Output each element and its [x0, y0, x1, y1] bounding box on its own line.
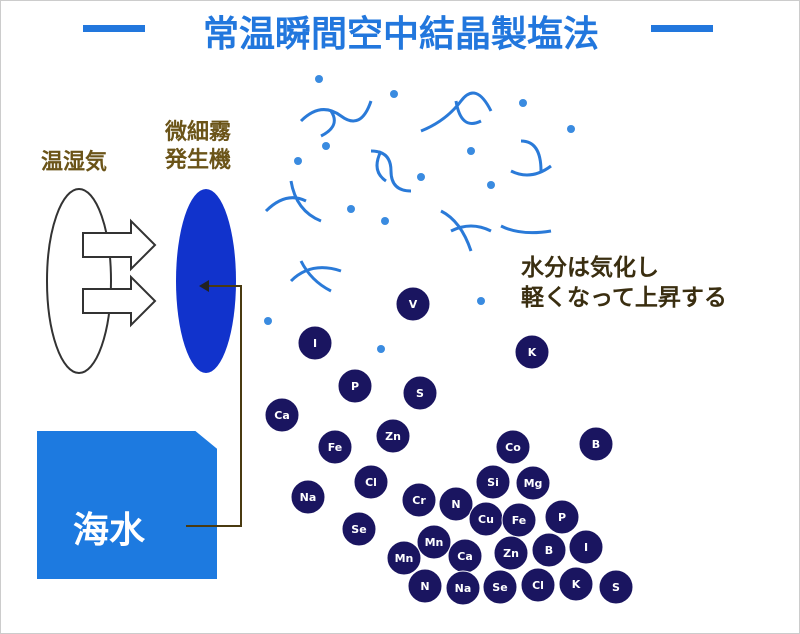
element-label: P	[558, 511, 566, 524]
element-ball	[558, 566, 594, 602]
element-label: Ca	[274, 409, 290, 422]
element-label: Zn	[503, 547, 519, 560]
element-ball	[495, 429, 531, 465]
element-ball	[401, 482, 437, 518]
water-drops	[264, 75, 575, 353]
element-ball	[544, 499, 580, 535]
arrowhead-icon	[199, 280, 209, 292]
element-label: Mg	[524, 477, 543, 490]
element-label: S	[612, 581, 620, 594]
element-ball	[337, 368, 373, 404]
element-label: N	[420, 580, 429, 593]
element-ball	[515, 465, 551, 501]
element-ball	[578, 426, 614, 462]
mist-label-2: 発生機	[165, 148, 232, 173]
element-ball	[520, 567, 556, 603]
element-ball	[438, 486, 474, 522]
element-label: S	[416, 387, 424, 400]
element-label: Se	[492, 581, 507, 594]
element-ball	[290, 479, 326, 515]
element-ball	[493, 535, 529, 571]
title-bar-left	[83, 25, 145, 32]
element-ball	[501, 502, 537, 538]
element-ball	[402, 375, 438, 411]
element-label: K	[528, 346, 537, 359]
element-label: Co	[505, 441, 521, 454]
vapor-molecules	[264, 91, 552, 293]
element-label: Si	[487, 476, 499, 489]
element-ball	[297, 325, 333, 361]
note-line-1: 水分は気化し	[521, 255, 659, 281]
element-ball	[353, 464, 389, 500]
element-label: Fe	[328, 441, 343, 454]
element-label: P	[351, 380, 359, 393]
element-ball	[598, 569, 634, 605]
note-line-2: 軽くなって上昇する	[521, 285, 727, 311]
element-ball	[475, 464, 511, 500]
note: 水分は気化し軽くなって上昇する	[521, 253, 727, 313]
element-ball	[375, 418, 411, 454]
pipe	[186, 285, 242, 527]
title-bar-right	[651, 25, 713, 32]
element-label: I	[584, 541, 588, 554]
arrow-icon	[82, 218, 157, 272]
mist-label-1: 微細霧	[165, 120, 232, 145]
element-ball	[386, 540, 422, 576]
element-ball	[341, 511, 377, 547]
element-ball	[407, 568, 443, 604]
element-label: Mn	[395, 552, 414, 565]
element-label: I	[313, 337, 317, 350]
element-label: Cu	[478, 513, 494, 526]
element-ball	[395, 286, 431, 322]
element-label: Ca	[457, 550, 473, 563]
element-label: Na	[455, 582, 472, 595]
element-label: Fe	[512, 514, 527, 527]
element-ball	[482, 569, 518, 605]
element-ball	[445, 570, 481, 606]
element-ball	[568, 529, 604, 565]
element-label: B	[545, 544, 553, 557]
element-label: K	[572, 578, 581, 591]
title: 常温瞬間空中結晶製塩法	[202, 14, 599, 55]
element-ball	[416, 524, 452, 560]
mist-generator	[176, 189, 236, 373]
warm-air-label: 温湿気	[41, 150, 108, 175]
element-label: Na	[300, 491, 317, 504]
element-label: Cr	[412, 494, 426, 507]
seawater-label: 海水	[73, 510, 146, 551]
element-ball	[531, 532, 567, 568]
element-ball	[264, 397, 300, 433]
element-label: V	[409, 298, 418, 311]
element-label: Se	[351, 523, 366, 536]
element-label: B	[592, 438, 600, 451]
element-label: Cl	[365, 476, 377, 489]
element-label: Zn	[385, 430, 401, 443]
arrow-icon	[82, 274, 157, 328]
element-label: Cl	[532, 579, 544, 592]
element-label: Mn	[425, 536, 444, 549]
seawater-tank	[37, 431, 217, 579]
element-label: N	[451, 498, 460, 511]
element-ball	[514, 334, 550, 370]
warm-air-ellipse	[46, 188, 112, 374]
element-ball	[317, 429, 353, 465]
